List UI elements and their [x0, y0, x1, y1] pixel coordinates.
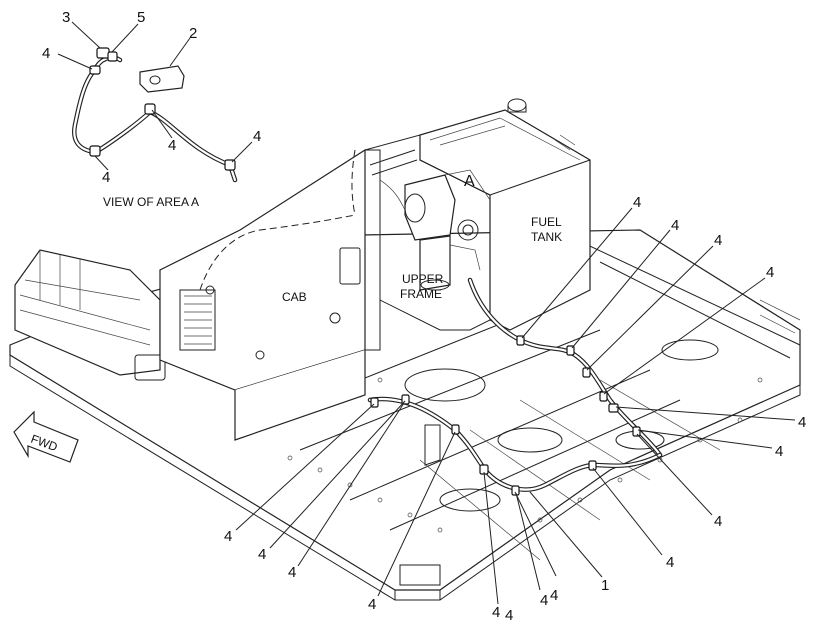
upper-frame — [364, 134, 491, 331]
inset-callout-5: 5 — [137, 9, 145, 26]
callout-4-b7: 4 — [540, 592, 548, 609]
inset-callout-4-d: 4 — [253, 128, 261, 145]
callout-4-b2: 4 — [258, 546, 266, 563]
upper-frame-label-line2: FRAME — [400, 287, 442, 301]
hose-clips — [370, 335, 641, 496]
callout-1: 1 — [601, 577, 609, 594]
fuel-tank-label-line1: FUEL — [531, 215, 562, 229]
inset-callout-2: 2 — [189, 25, 197, 42]
inset-callout-3: 3 — [62, 9, 70, 26]
leader-lines — [57, 21, 796, 605]
inset-callout-4-a: 4 — [42, 45, 50, 62]
cab — [159, 148, 381, 441]
inset-callout-4-c: 4 — [102, 169, 110, 186]
callout-4-r3: 4 — [714, 232, 722, 249]
callout-4-b4: 4 — [368, 596, 376, 613]
area-a-marker: A — [464, 173, 475, 190]
callout-4-b6: 4 — [505, 607, 513, 624]
fwd-arrow — [13, 410, 79, 463]
callout-4-r2: 4 — [671, 217, 679, 234]
fuel-tank-label-line2: TANK — [531, 230, 562, 244]
callout-4-r1: 4 — [633, 194, 641, 211]
callout-4-r6: 4 — [775, 443, 783, 460]
cab-label: CAB — [282, 290, 307, 304]
callout-4-r9: 4 — [550, 587, 558, 604]
inset-callout-4-b: 4 — [168, 137, 176, 154]
inset-caption: VIEW OF AREA A — [103, 195, 199, 209]
callout-4-r5: 4 — [798, 414, 806, 431]
callout-4-r4: 4 — [766, 264, 774, 281]
callout-4-b3: 4 — [288, 564, 296, 581]
hose-routing — [367, 277, 663, 496]
upper-frame-label-line1: UPPER — [402, 272, 444, 286]
callout-4-r7: 4 — [714, 513, 722, 530]
callout-4-r8: 4 — [666, 554, 674, 571]
callout-4-b1: 4 — [224, 528, 232, 545]
callout-4-b5: 4 — [492, 604, 500, 621]
